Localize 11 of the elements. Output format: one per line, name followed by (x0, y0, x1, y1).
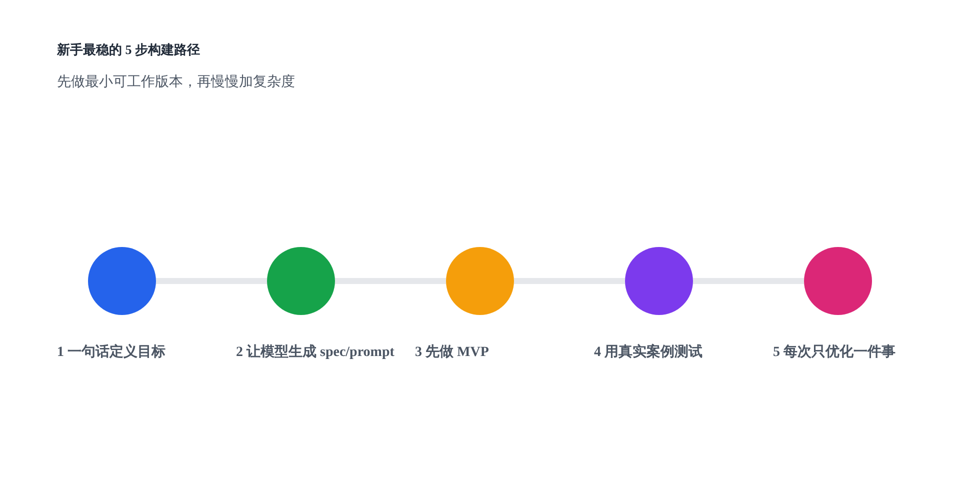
connector-line (514, 278, 625, 284)
step-label: 5 每次只优化一件事 (773, 343, 896, 361)
step-label: 4 用真实案例测试 (594, 343, 702, 361)
subtitle: 先做最小可工作版本，再慢慢加复杂度 (57, 73, 295, 91)
connector-line (335, 278, 446, 284)
connector-line (693, 278, 804, 284)
step-label: 3 先做 MVP (415, 343, 489, 361)
connector-line (156, 278, 267, 284)
step-label: 1 一句话定义目标 (57, 343, 166, 361)
step-label: 2 让模型生成 spec/prompt (236, 343, 394, 361)
title: 新手最稳的 5 步构建路径 (57, 41, 200, 59)
